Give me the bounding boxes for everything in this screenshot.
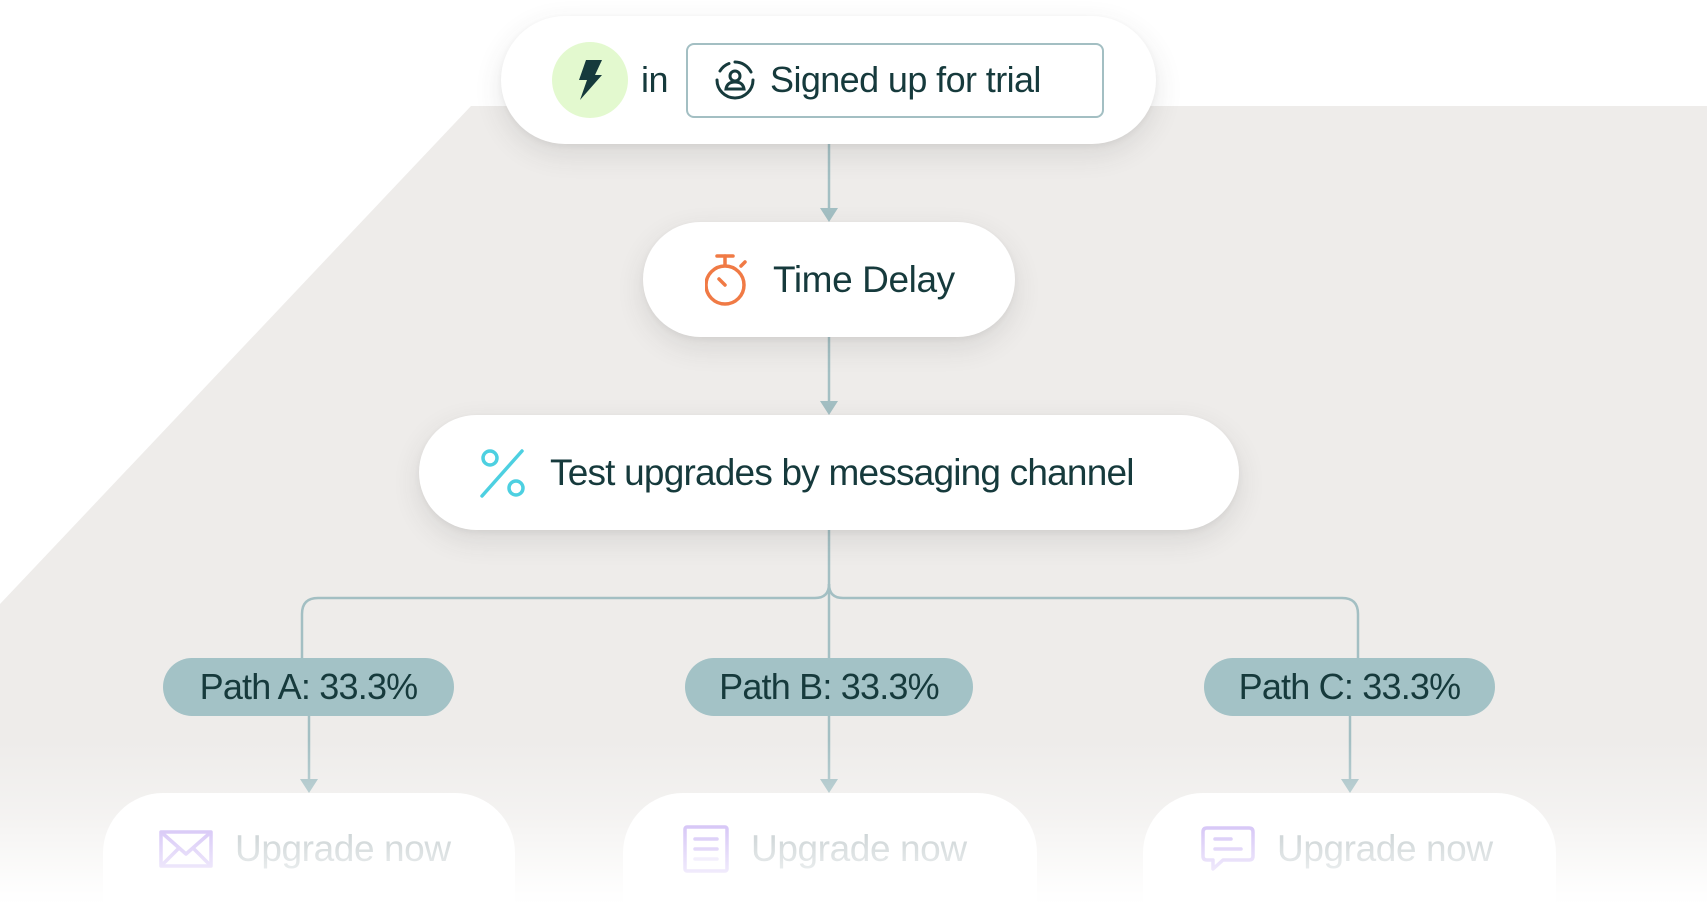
lightning-bolt-icon	[579, 60, 602, 100]
segment-selector[interactable]: Signed up for trial	[686, 42, 1105, 118]
split-test-node[interactable]: Test upgrades by messaging channel	[419, 415, 1239, 530]
action-email-label: Upgrade now	[235, 828, 451, 869]
document-icon	[683, 825, 729, 873]
stopwatch-icon	[705, 253, 747, 306]
path-a-badge[interactable]: Path A: 33.3%	[163, 658, 454, 716]
path-b-badge[interactable]: Path B: 33.3%	[685, 658, 973, 716]
path-c-badge[interactable]: Path C: 33.3%	[1204, 658, 1495, 716]
trigger-badge	[552, 42, 628, 118]
time-delay-node[interactable]: Time Delay	[643, 222, 1015, 337]
trigger-connector-word: in	[641, 59, 669, 100]
user-circle-icon	[715, 60, 755, 100]
split-test-label: Test upgrades by messaging channel	[550, 451, 1134, 493]
path-c-label: Path C: 33.3%	[1238, 666, 1462, 707]
path-b-label: Path B: 33.3%	[719, 666, 940, 707]
percent-icon	[480, 448, 525, 498]
time-delay-label: Time Delay	[773, 258, 955, 300]
action-node-email[interactable]: Upgrade now	[103, 793, 515, 905]
action-chat-label: Upgrade now	[1277, 828, 1493, 869]
segment-label: Signed up for trial	[770, 59, 1041, 100]
action-node-chat[interactable]: Upgrade now	[1143, 793, 1556, 905]
action-node-document[interactable]: Upgrade now	[623, 793, 1037, 905]
email-envelope-icon	[159, 830, 213, 868]
chat-message-icon	[1201, 826, 1255, 871]
action-document-label: Upgrade now	[751, 828, 967, 869]
trigger-node[interactable]: in Signed up for trial	[501, 16, 1156, 144]
path-a-label: Path A: 33.3%	[199, 666, 419, 707]
